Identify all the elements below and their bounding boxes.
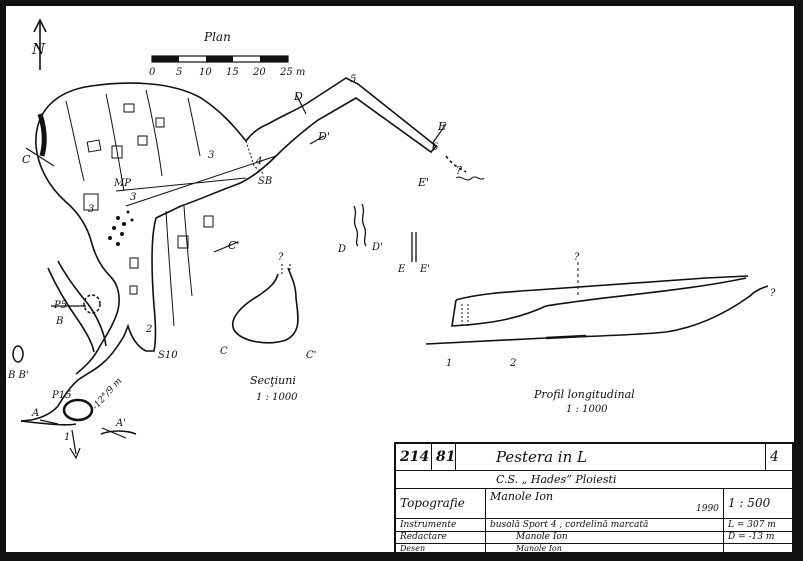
pit-p5 [83,294,101,314]
scale-tick-20: 20 [252,67,266,78]
profile-scale: 1 : 1000 [566,404,608,415]
label-c-prime: C' [228,239,239,252]
section-bb-label: B B' [7,370,29,381]
station-1: 1 [64,432,70,443]
station-3a: 3 [88,204,94,215]
section-ee-e: E [397,264,406,275]
cave-map-drawing: N Plan 0 5 10 15 20 25 m [7,18,776,460]
label-c: C [22,153,31,166]
squiggle-east [455,176,485,181]
label-b: B [55,316,63,327]
entrance-floor [100,430,137,435]
club-name: C.S. „ Hades” Ploiesti [496,472,617,486]
section-dd-d: D [337,244,346,255]
boulders [83,103,214,295]
desen-empty [724,543,794,554]
section-dd [353,203,367,247]
section-cc-c: C [220,346,228,357]
cliff-wall [37,113,47,157]
cave-name: Pestera in L [456,444,766,470]
longitudinal-profile [425,262,769,345]
label-slope: -12°/9 m [91,376,125,412]
section-cc-question: ? [278,252,284,263]
profile-question-2: ? [770,288,776,299]
section-bb [12,345,24,363]
instr-label: Instrumente [396,518,486,531]
scale-bar [151,55,289,63]
instr-row: Instrumente busolă Sport 4 , cordelină m… [396,518,792,532]
redact-label: Redactare [396,531,486,543]
desen-label: Desen [396,543,486,554]
label-d-prime: D' [317,130,330,143]
pit-p15 [62,398,94,422]
section-dd-d2: D' [371,242,383,253]
topo-label: Topografie [396,488,486,518]
entrance-passage [57,260,107,347]
scale-tick-25: 25 m [279,67,305,78]
sections-title: Secţiuni [250,374,296,387]
exit-arrow-icon [69,429,81,460]
label-mp: MP [113,178,131,189]
label-d: D [293,90,303,103]
topo-row: Topografie Manole Ion 1 : 500 [396,488,792,519]
section-ee-e2: E' [419,264,430,275]
cave-length: L = 307 m [728,519,776,530]
survey-sheet: N Plan 0 5 10 15 20 25 m [6,6,794,554]
year: 1990 [696,504,719,514]
label-e: E [437,120,446,133]
label-p5: P5 [53,300,67,311]
main-chamber-outline [20,77,438,422]
station-5: 5 [350,74,356,85]
cave-depth: D = -13 m [728,532,775,542]
label-a: A [31,408,39,419]
section-cc [231,267,299,344]
title-row: 2147 81 Pestera in L 4 [396,444,792,471]
profile-title: Profil longitudinal [533,388,635,401]
profile-label-1: 1 [446,358,452,369]
club-row: C.S. „ Hades” Ploiesti [396,470,792,489]
scale-tick-5: 5 [176,67,182,78]
station-6: 6 [432,142,439,153]
desen-value: Manole Ion [486,543,724,554]
north-label: N [31,40,46,58]
entrance-line [20,420,77,426]
label-e-prime: E' [417,176,429,189]
scale-tick-10: 10 [199,67,212,78]
desen-row: Desen Manole Ion [396,543,792,554]
map-scale: 1 : 500 [728,496,771,510]
section-cc-c2: C' [306,350,316,361]
entrance-passage-2 [47,267,95,353]
station-3b: 3 [130,192,136,203]
label-question-east: ? [456,164,462,177]
section-ee [411,232,417,262]
station-4: 4 [255,156,262,167]
sheet-number: 4 [770,449,779,465]
north-arrow-icon [33,18,47,70]
redact-value: Manole Ion [486,531,724,543]
section-lines [25,93,447,439]
plan-title: Plan [203,30,231,44]
profile-label-2: 2 [509,358,516,369]
station-2: 2 [145,324,152,335]
scale-tick-0: 0 [149,67,156,78]
cave-plan [20,77,467,435]
label-a-prime: A' [115,418,126,429]
topo-author: Manole Ion [486,488,724,518]
sections-scale: 1 : 1000 [256,392,298,403]
label-s10: S10 [158,350,178,361]
instr-value: busolă Sport 4 , cordelină marcată [486,518,724,531]
rubble-dots [108,210,134,246]
label-sb: SB [258,176,272,187]
title-block: 2147 81 Pestera in L 4 C.S. „ Hades” Plo… [394,442,794,554]
profile-question-1: ? [574,252,580,263]
cave-code-2: 81 [432,444,456,470]
redact-row: Redactare Manole Ion D = -13 m [396,531,792,544]
label-p15: P15 [51,390,71,401]
station-3c: 3 [208,150,214,161]
cave-code: 2147 [396,444,432,470]
west-wall [35,145,120,375]
scale-tick-15: 15 [226,67,239,78]
